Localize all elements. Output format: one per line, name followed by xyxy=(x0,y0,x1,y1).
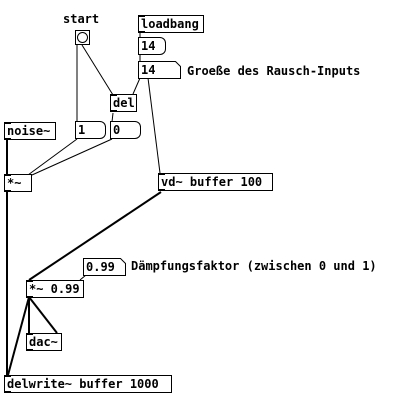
noise-object[interactable]: noise~ xyxy=(4,122,56,140)
number-box-099[interactable]: 0.99 xyxy=(83,258,126,276)
number-box-corner-icon xyxy=(119,258,126,265)
delwrite-buffer-object[interactable]: delwrite~ buffer 1000 xyxy=(4,375,172,393)
comment-daempfungsfaktor: Dämpfungsfaktor (zwischen 0 und 1) xyxy=(131,259,377,273)
number-box-corner-icon xyxy=(174,61,181,68)
start-bang-button[interactable] xyxy=(75,30,90,45)
comment-rausch-input: Groeße des Rausch-Inputs xyxy=(187,64,361,78)
multiply-099-object[interactable]: *~ 0.99 xyxy=(26,280,84,298)
cord-del-to-msg0 xyxy=(111,112,114,123)
dac-object[interactable]: dac~ xyxy=(26,333,62,351)
loadbang-object[interactable]: loadbang xyxy=(138,15,204,33)
message-0[interactable]: 0 xyxy=(110,121,141,139)
cord-num14-to-vd xyxy=(147,77,161,174)
cord-num14-to-del xyxy=(132,77,141,95)
bang-circle-icon xyxy=(77,32,88,43)
cord-msg0-to-mult xyxy=(31,138,113,176)
vd-buffer-object[interactable]: vd~ buffer 100 xyxy=(158,173,273,191)
cord-mult099-to-delwrite xyxy=(7,296,30,376)
cord-vd-to-mult099 xyxy=(28,191,162,281)
number-box-14[interactable]: 14 xyxy=(138,61,181,79)
message-14[interactable]: 14 xyxy=(138,37,166,55)
number-box-099-wrap: 0.99 xyxy=(83,258,126,276)
number-box-14-wrap: 14 xyxy=(138,61,181,79)
cord-msg1-to-mult xyxy=(27,138,78,176)
del-object[interactable]: del xyxy=(110,94,137,112)
bang-label: start xyxy=(63,12,100,26)
message-1[interactable]: 1 xyxy=(75,121,106,139)
multiply-signal-object[interactable]: *~ xyxy=(4,174,32,192)
cord-mult099-to-dac-right xyxy=(28,296,58,334)
cord-bang-to-del xyxy=(81,44,114,96)
